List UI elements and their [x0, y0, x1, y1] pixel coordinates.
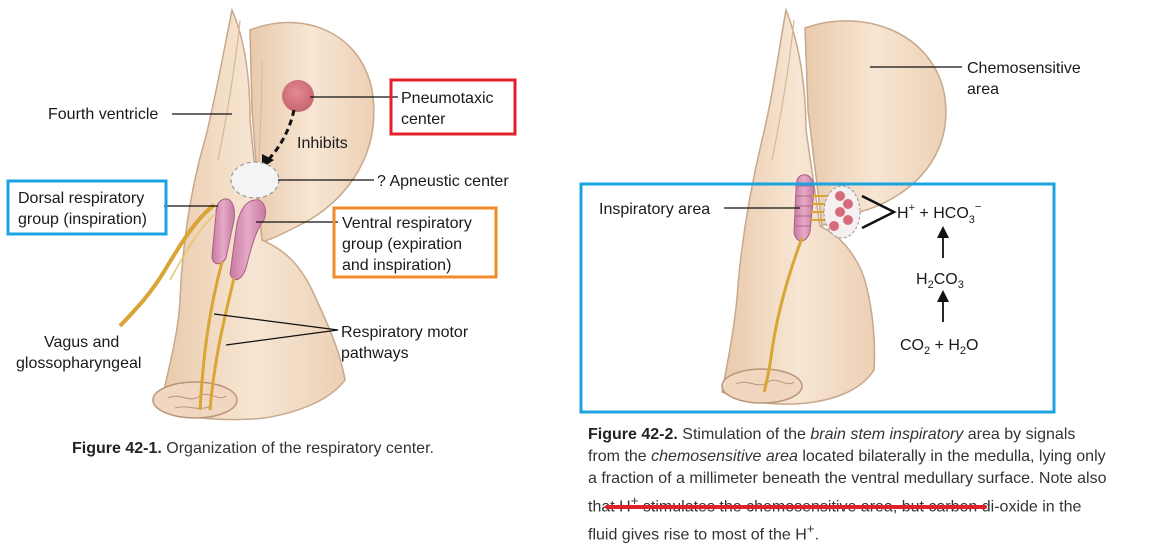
figure1-caption-number: Figure 42-1. [72, 440, 162, 457]
caption-italic: chemosensitive area [651, 448, 798, 465]
pneumotaxic-highlight-box [389, 78, 517, 136]
chemo-cell [843, 199, 853, 209]
formula-h-hco3: H+ + HCO3− [897, 201, 981, 226]
chemo-cell [835, 191, 845, 201]
reaction-arrows [937, 226, 949, 322]
caption-text: area by signals from the [588, 426, 1076, 465]
spinal-cut-section-2 [721, 368, 803, 404]
caption-text: . [814, 526, 820, 544]
descending-nerve [762, 237, 804, 393]
figure2-brainstem [721, 7, 962, 405]
caption-text: , but carbon di-oxide in the fluid gives… [588, 498, 1082, 544]
motor-pathway-2 [208, 277, 236, 411]
inhibit-arrow [266, 109, 296, 162]
ventral-highlight-box [332, 206, 498, 279]
label-vagus-1: Vagus and [44, 334, 119, 351]
pneumotaxic-center-blob [282, 80, 314, 112]
caption-text: Stimulation of the [682, 426, 806, 443]
label-apneustic: ? Apneustic center [377, 173, 509, 190]
label-chemo-1: Chemosensitive [967, 60, 1081, 77]
label-pneumotaxic-2: center [401, 111, 446, 128]
label-motor-1: Respiratory motor [341, 324, 469, 341]
red-underline-annotation [605, 505, 987, 509]
ventral-group-nucleus [229, 199, 267, 281]
apneustic-center-blob [230, 161, 280, 199]
label-pneumotaxic-1: Pneumotaxic [401, 90, 494, 107]
label-vagus-2: glossopharyngeal [16, 355, 141, 372]
figure1-brainstem [118, 7, 398, 421]
figure1-caption: Figure 42-1. Organization of the respira… [72, 438, 492, 460]
chemo-cell [843, 215, 853, 225]
label-ventral-1: Ventral respiratory [342, 215, 472, 232]
formula-h2co3: H2CO3 [916, 271, 964, 291]
figure1-caption-text: Organization of the respiratory center. [166, 440, 434, 457]
chemo-cell [835, 207, 845, 217]
label-inspiratory-area: Inspiratory area [599, 201, 710, 218]
chemo-cell [829, 221, 839, 231]
figure2-caption: Figure 42-2. Stimulation of the brain st… [588, 424, 1108, 547]
caption-italic: brain stem inspiratory [810, 426, 964, 443]
label-inhibits: Inhibits [297, 135, 348, 152]
label-motor-2: pathways [341, 345, 409, 362]
motor-pathway-1 [198, 261, 224, 411]
label-dorsal-2: group (inspiration) [18, 211, 147, 228]
vagus-nerve [118, 203, 216, 328]
caption-sup: + [630, 493, 639, 508]
label-dorsal-1: Dorsal respiratory [18, 190, 144, 207]
caption-text: located bilaterally in the medulla, lyin… [588, 448, 1106, 487]
caption-sup: + [806, 521, 815, 537]
formula-co2-h2o: CO2 + H2O [900, 337, 979, 357]
label-chemo-2: area [967, 81, 999, 98]
figure2-caption-number: Figure 42-2. [588, 426, 678, 443]
dorsal-highlight-box [6, 179, 168, 236]
dorsal-group-nucleus [211, 198, 235, 265]
pons-bulge [249, 21, 375, 243]
inspiratory-highlight-box [579, 182, 1056, 414]
label-fourth-ventricle: Fourth ventricle [48, 106, 158, 123]
label-ventral-2: group (expiration [342, 236, 462, 253]
label-ventral-3: and inspiration) [342, 257, 451, 274]
spinal-cut-section [152, 381, 238, 419]
